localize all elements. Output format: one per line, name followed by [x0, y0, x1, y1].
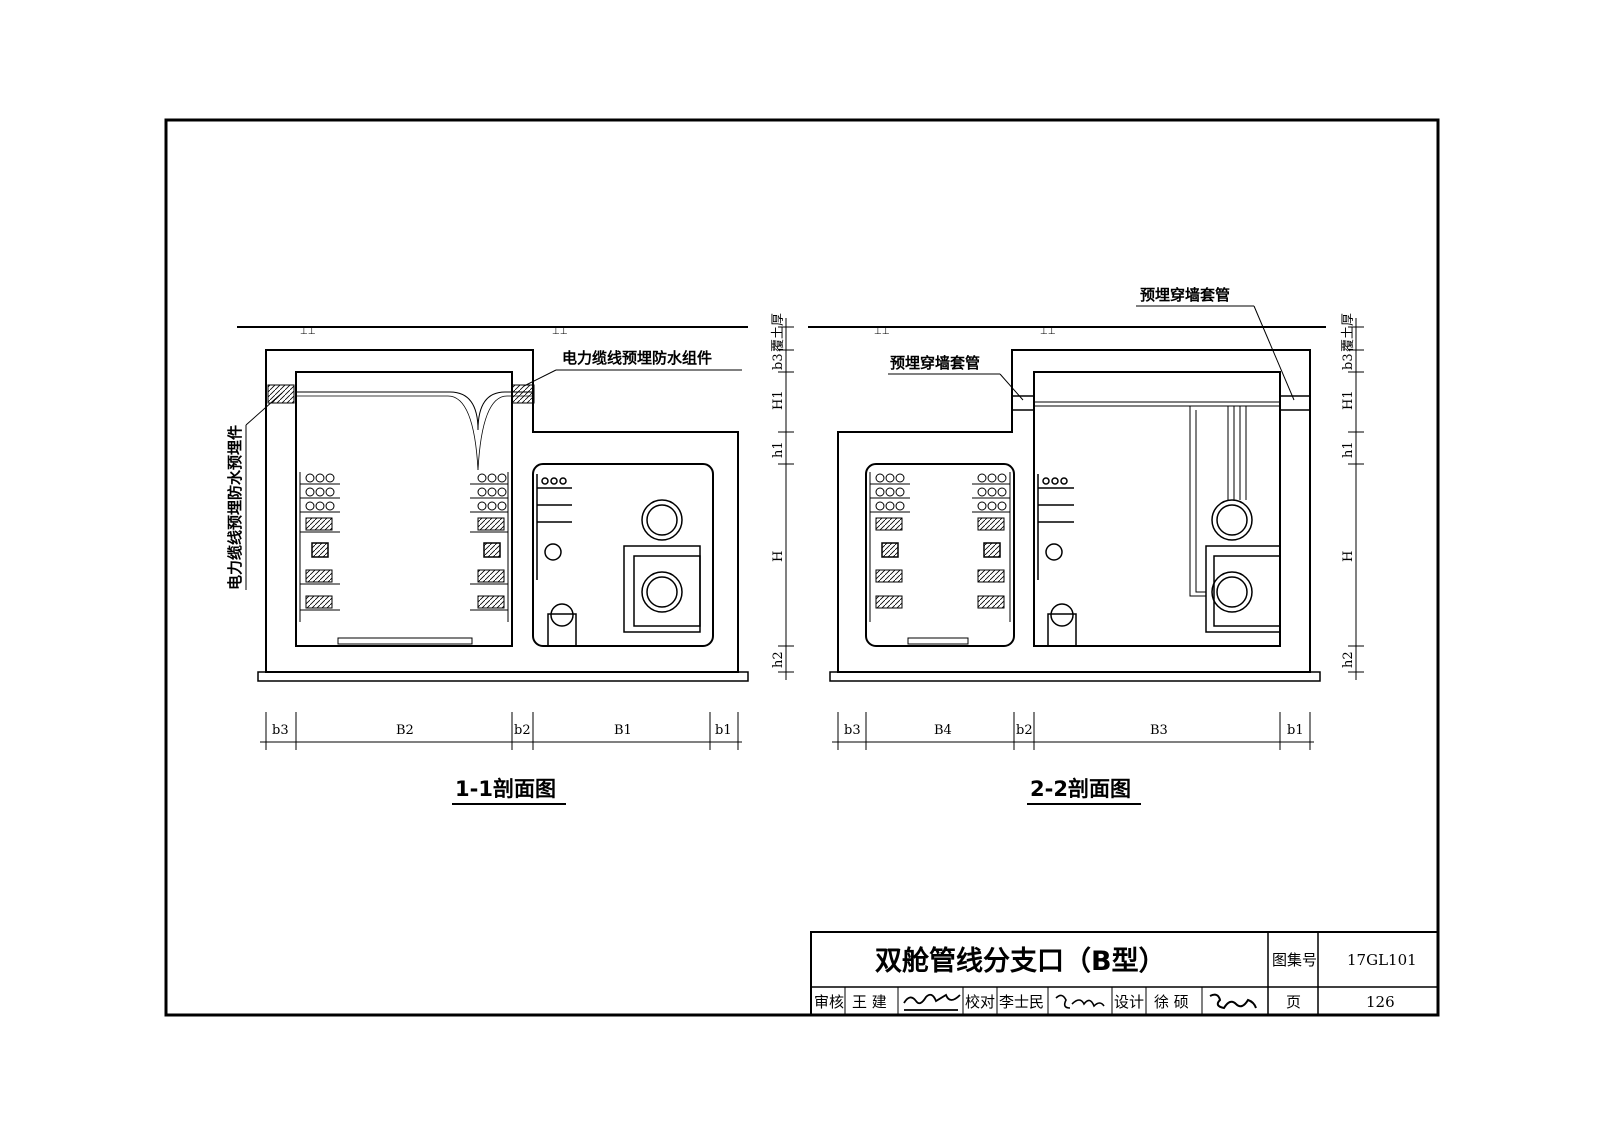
section-1-1: ⊥⊥ ⊥⊥	[226, 313, 794, 805]
right-cabin-pipes-2	[1037, 474, 1281, 647]
svg-text:B4: B4	[934, 723, 952, 738]
svg-text:b3: b3	[844, 723, 861, 738]
svg-text:B2: B2	[396, 723, 414, 738]
cable-rack-right-2	[972, 472, 1011, 622]
cable-rack-left-2	[869, 472, 910, 622]
svg-text:B3: B3	[1150, 723, 1168, 738]
svg-text:⊥⊥: ⊥⊥	[1040, 327, 1056, 337]
dim-cover-thickness: 覆土厚	[771, 313, 786, 352]
power-cable-path	[296, 391, 533, 431]
svg-text:b2: b2	[1016, 723, 1033, 738]
check-label: 校对	[965, 993, 995, 1011]
right-cabin-pipes	[536, 474, 701, 647]
svg-text:H1: H1	[1341, 390, 1356, 410]
svg-text:h1: h1	[771, 441, 786, 458]
callout-wall-sleeve-right: 预埋穿墙套管	[1140, 286, 1230, 304]
svg-text:h2: h2	[1341, 651, 1356, 668]
cable-rack-right	[470, 472, 509, 622]
right-cabin	[532, 463, 714, 647]
check-signature	[1055, 994, 1105, 1009]
callout-wall-sleeve-left: 预埋穿墙套管	[890, 354, 980, 372]
tunnel-outer-wall-2	[837, 349, 1311, 673]
cable-rack-left	[299, 472, 340, 622]
wall-sleeve-right	[1279, 395, 1311, 411]
svg-text:B1: B1	[614, 723, 632, 738]
left-cabin-2	[865, 463, 1015, 647]
atlas-number: 17GL101	[1347, 951, 1417, 969]
title-block	[810, 931, 1439, 1016]
section-2-2: ⊥⊥ ⊥⊥	[808, 286, 1364, 805]
svg-text:h1: h1	[1341, 441, 1356, 458]
review-signature	[903, 993, 961, 1011]
design-signature	[1209, 993, 1257, 1010]
svg-text:覆土厚: 覆土厚	[1341, 313, 1356, 352]
check-name: 李士民	[999, 993, 1044, 1011]
right-cabin-2	[1033, 371, 1281, 647]
svg-text:b1: b1	[715, 723, 732, 738]
vertical-dimensions-1	[778, 318, 794, 680]
svg-text:H: H	[771, 551, 786, 562]
svg-text:⊥⊥: ⊥⊥	[874, 327, 890, 337]
review-name: 王 建	[852, 993, 887, 1011]
callout-waterproof-embedded: 电力缆线预埋防水预埋件	[226, 425, 244, 590]
svg-text:b3: b3	[272, 723, 289, 738]
section-1-1-title: 1-1剖面图	[455, 777, 556, 801]
vertical-dimensions-2	[1348, 318, 1364, 680]
section-2-2-title: 2-2剖面图	[1030, 777, 1131, 801]
svg-text:h2: h2	[771, 651, 786, 668]
svg-text:b3: b3	[1341, 353, 1356, 370]
wall-sleeve-left	[1011, 395, 1035, 411]
left-cabin	[295, 371, 513, 647]
page-label: 页	[1286, 993, 1301, 1011]
review-label: 审核	[814, 993, 844, 1011]
sheet-frame	[164, 118, 1440, 1017]
drawing-title: 双舱管线分支口（B型）	[875, 945, 1166, 977]
horizontal-dimensions-1	[260, 712, 742, 750]
svg-text:b1: b1	[1287, 723, 1304, 738]
page-number: 126	[1366, 993, 1395, 1011]
svg-text:b3: b3	[771, 353, 786, 370]
svg-text:⊥⊥: ⊥⊥	[552, 327, 568, 337]
svg-text:H1: H1	[771, 390, 786, 410]
horizontal-dimensions-2	[832, 712, 1314, 750]
callout-waterproof-component: 电力缆线预埋防水组件	[562, 349, 712, 367]
svg-text:b2: b2	[514, 723, 531, 738]
ground-mark: ⊥⊥	[300, 327, 316, 337]
design-label: 设计	[1114, 993, 1144, 1011]
tunnel-outer-wall	[265, 349, 739, 673]
design-name: 徐 硕	[1154, 993, 1189, 1011]
atlas-label: 图集号	[1272, 951, 1317, 969]
waterproof-component-right	[511, 384, 535, 404]
svg-text:H: H	[1341, 551, 1356, 562]
